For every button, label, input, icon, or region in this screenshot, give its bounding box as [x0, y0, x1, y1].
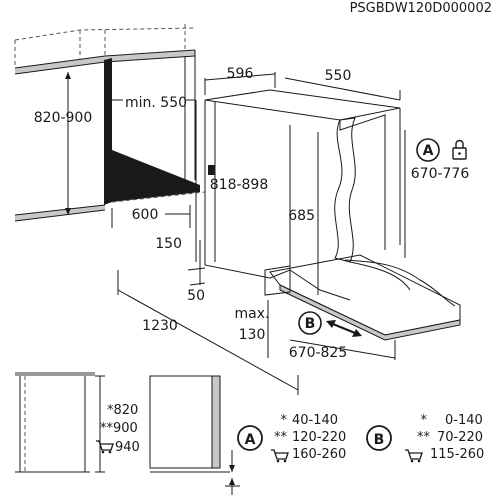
depth-label: 550 [325, 68, 352, 84]
legend-b-row2-mark: ** [417, 430, 431, 445]
shopping-cart-icon [271, 449, 289, 463]
dishwasher-body [204, 89, 461, 341]
appliance-height-label: 818-898 [210, 177, 269, 193]
door-travel-label: 670-825 [289, 345, 348, 361]
floor-depth-dimension [111, 205, 191, 228]
marker-a-top-label: A [423, 143, 434, 159]
legend-b-row1-mark: * [421, 413, 428, 428]
marker-b-door-label: B [305, 316, 316, 332]
legend-b-row2-value: 70-220 [437, 430, 483, 445]
max-label: max. [235, 306, 270, 322]
side-height-940: 940 [115, 440, 140, 455]
side-view [15, 372, 240, 495]
total-depth-dimension [117, 270, 299, 395]
legend-b-row1-value: 0-140 [445, 413, 483, 428]
legend-a-letter: A [245, 432, 256, 448]
door-height-label: 670-776 [411, 166, 470, 182]
legend-a-row1-value: 40-140 [292, 413, 338, 428]
legend-a-row3-value: 160-260 [292, 447, 346, 462]
legend-a-row1-mark: * [281, 413, 288, 428]
min-depth-label: min. 550 [125, 95, 187, 111]
shopping-cart-icon [96, 440, 114, 454]
legend-b-row3-value: 115-260 [430, 447, 484, 462]
double-arrow-icon [326, 320, 362, 337]
shopping-cart-icon [405, 449, 423, 463]
max-value: 130 [239, 327, 266, 343]
legend-b-letter: B [374, 432, 385, 448]
legend-b-marker [366, 425, 392, 451]
width-label: 596 [227, 66, 254, 82]
niche-height-dimension [65, 72, 71, 215]
total-depth-label: 1230 [142, 318, 178, 334]
document-code: PSGBDW120D000002 [350, 1, 492, 16]
plinth-150-label: 150 [155, 236, 182, 252]
plinth-50-label: 50 [187, 288, 205, 304]
niche-height-label: 820-900 [34, 110, 93, 126]
kitchen-niche [14, 24, 206, 222]
plinth-dimensions [187, 240, 206, 286]
door-travel-dimension [289, 339, 396, 360]
marker-b-door [298, 311, 322, 335]
side-height-900: **900 [100, 421, 138, 436]
legend-a-marker [237, 425, 263, 451]
legend-a-row2-value: 120-220 [292, 430, 346, 445]
inner-height-label: 685 [288, 208, 315, 224]
width-dimension [204, 72, 276, 95]
legend-a-row2-mark: ** [274, 430, 288, 445]
side-height-820: *820 [107, 403, 138, 418]
depth-dimension [284, 77, 401, 101]
floor-depth-label: 600 [132, 207, 159, 223]
lock-icon [452, 139, 467, 160]
marker-a-top [416, 138, 440, 162]
